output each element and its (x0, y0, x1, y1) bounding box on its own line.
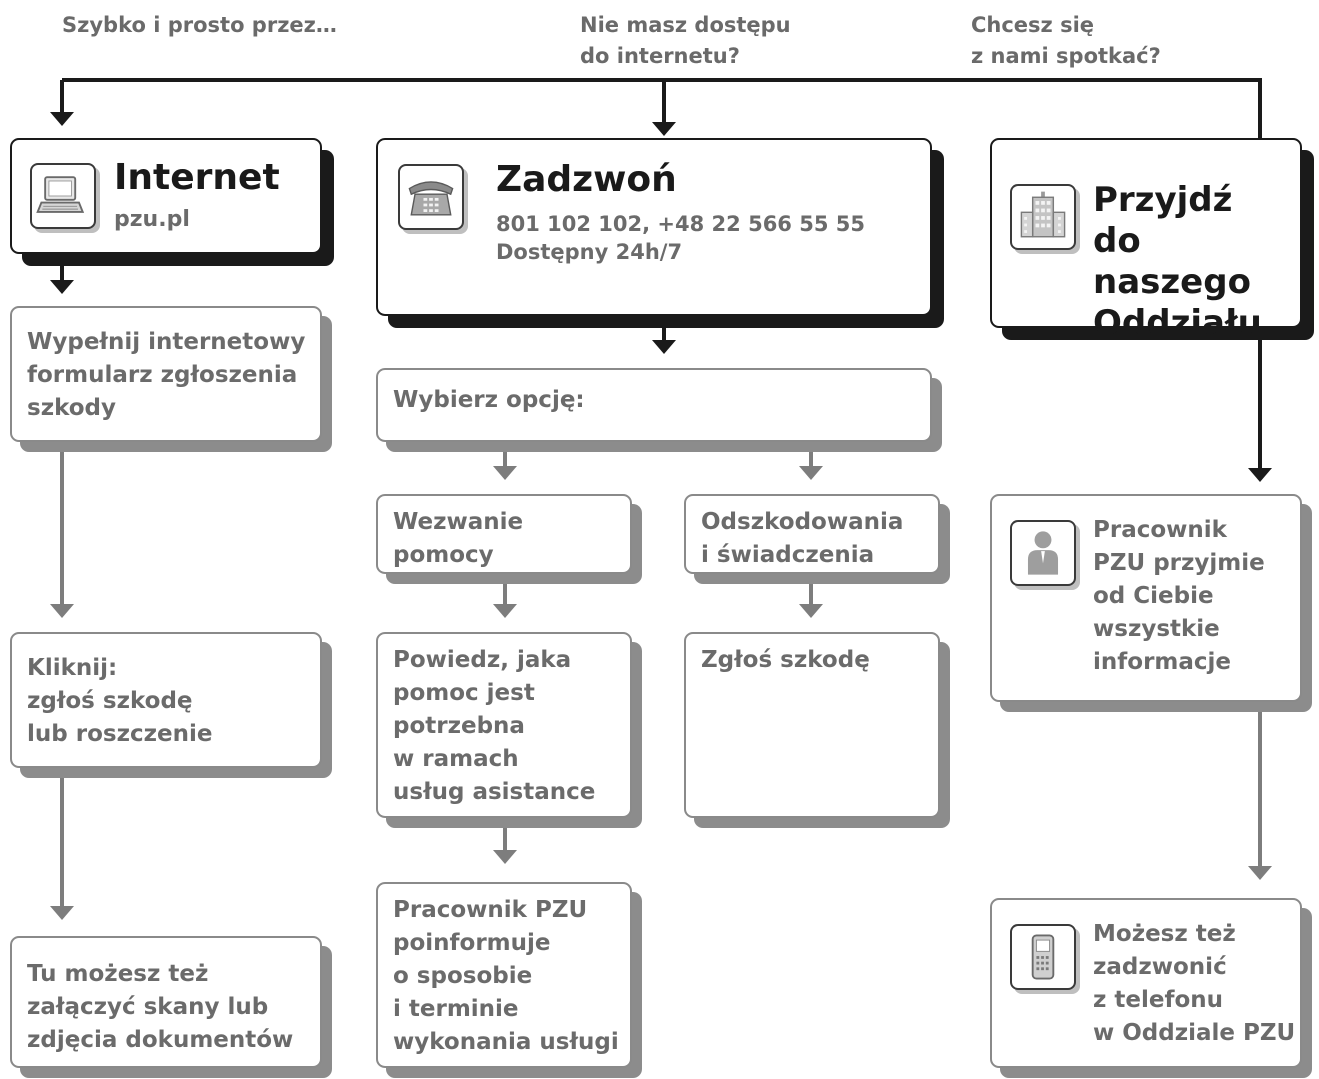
building-icon (1010, 184, 1076, 250)
header-fast-simple: Szybko i prosto przez… (62, 13, 337, 37)
branch-channel-box: Przyjdź do naszego Oddziału (990, 138, 1302, 343)
option-assistance-call: Wezwanie pomocy (376, 494, 632, 574)
branch-title: Przyjdź do naszego Oddziału (1093, 180, 1262, 343)
branch-phone-step-text: Możesz też zadzwonić z telefonu w Oddzia… (1093, 921, 1296, 1046)
claims-report-step-text: Zgłoś szkodę (701, 647, 870, 673)
internet-step-fill-form-text: Wypełnij internetowy formularz zgłoszeni… (27, 329, 306, 421)
mobile-phone-icon (1010, 924, 1076, 990)
header-no-internet: Nie masz dostępu do internetu? (580, 13, 791, 68)
phone-choose-option: Wybierz opcję: (376, 368, 932, 442)
claims-report-step: Zgłoś szkodę (684, 632, 940, 818)
branch-employee-step-text: Pracownik PZU przyjmie od Ciebie wszystk… (1093, 517, 1265, 675)
internet-title: Internet (114, 157, 280, 198)
gray-arrows (50, 452, 1272, 920)
assistance-inform-step: Pracownik PZU poinformuje o sposobie i t… (376, 882, 632, 1068)
phone-title: Zadzwoń (496, 159, 677, 200)
laptop-icon (30, 163, 96, 229)
phone-choose-option-text: Wybierz opcję: (393, 387, 585, 413)
dark-arrowheads (50, 112, 1272, 482)
internet-channel-box: Internet pzu.pl (10, 138, 322, 254)
internet-step-attach-scans: Tu możesz też załączyć skany lub zdjęcia… (10, 936, 322, 1068)
top-bus-line (60, 78, 1262, 138)
internet-url: pzu.pl (114, 207, 190, 232)
branch-employee-step: Pracownik PZU przyjmie od Ciebie wszystk… (990, 494, 1302, 702)
internet-step-fill-form: Wypełnij internetowy formularz zgłoszeni… (10, 306, 322, 442)
phone-numbers: 801 102 102, +48 22 566 55 55 (496, 212, 865, 236)
option-claims-benefits: Odszkodowania i świadczenia (684, 494, 940, 574)
internet-step-attach-scans-text: Tu możesz też załączyć skany lub zdjęcia… (27, 961, 294, 1053)
internet-step-click-report-text: Kliknij: zgłoś szkodę lub roszczenie (27, 655, 213, 747)
header-meet-us: Chcesz się z nami spotkać? (971, 13, 1161, 68)
branch-phone-step: Możesz też zadzwonić z telefonu w Oddzia… (990, 898, 1302, 1068)
option-claims-benefits-text: Odszkodowania i świadczenia (701, 509, 904, 568)
option-assistance-call-text: Wezwanie pomocy (393, 509, 524, 568)
person-icon (1010, 520, 1076, 586)
phone-channel-box: Zadzwoń 801 102 102, +48 22 566 55 55 Do… (376, 138, 932, 316)
assistance-inform-step-text: Pracownik PZU poinformuje o sposobie i t… (393, 897, 619, 1055)
assistance-describe-step: Powiedz, jaka pomoc jest potrzebna w ram… (376, 632, 632, 818)
assistance-describe-step-text: Powiedz, jaka pomoc jest potrzebna w ram… (393, 647, 596, 805)
telephone-icon (398, 164, 464, 230)
phone-availability: Dostępny 24h/7 (496, 240, 683, 264)
internet-step-click-report: Kliknij: zgłoś szkodę lub roszczenie (10, 632, 322, 768)
